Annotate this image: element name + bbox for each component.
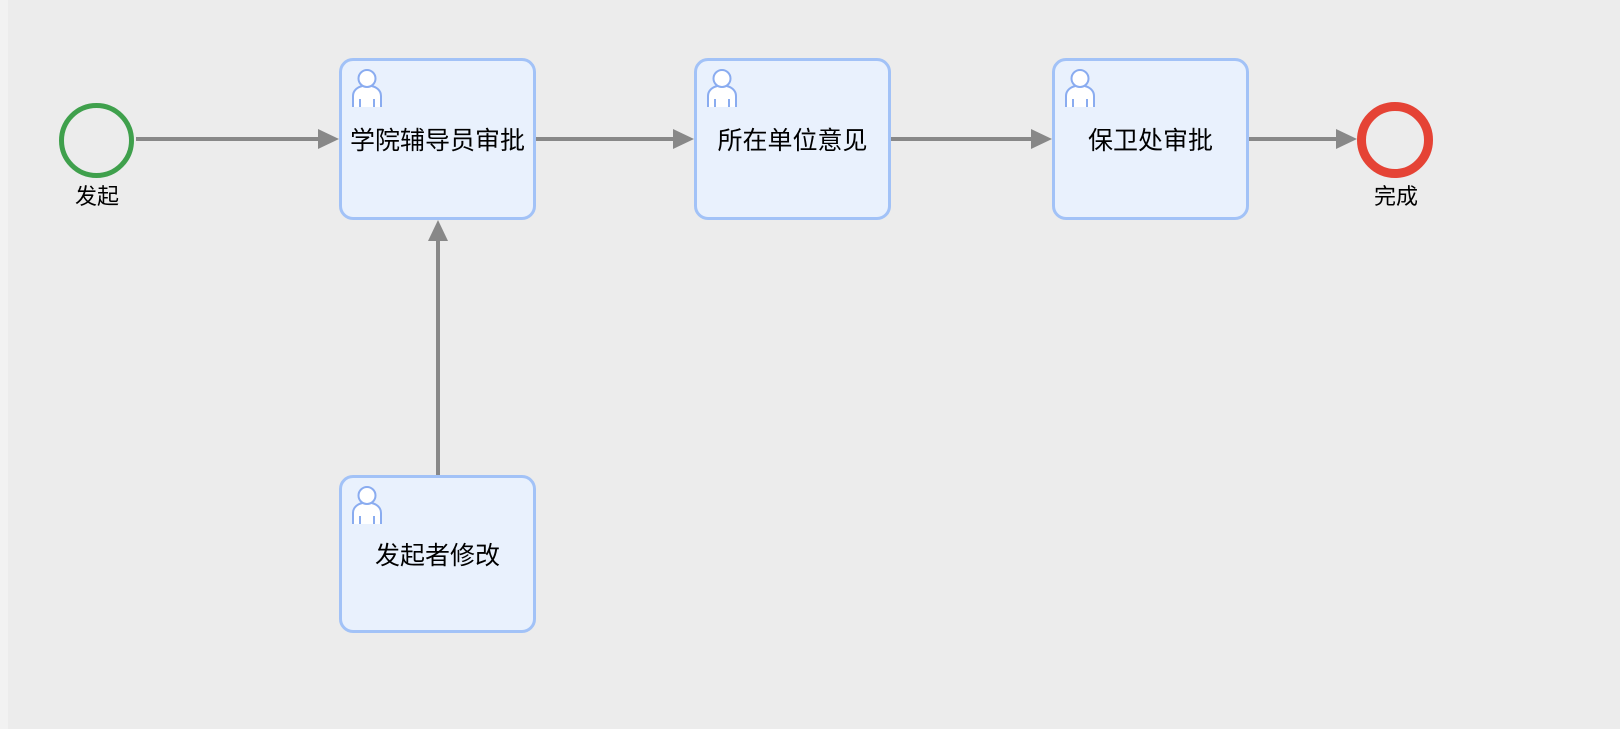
user-icon bbox=[352, 69, 382, 107]
start-event-label: 发起 bbox=[74, 184, 119, 209]
user-icon bbox=[1065, 69, 1095, 107]
flow-arrow-modify-to-counselor bbox=[428, 220, 448, 475]
end-event-node[interactable] bbox=[1357, 102, 1433, 178]
flow-arrow-start-to-counselor bbox=[136, 129, 339, 149]
task-label: 发起者修改 bbox=[374, 542, 500, 570]
flow-arrow-unit-to-security bbox=[891, 129, 1052, 149]
left-gutter bbox=[0, 0, 8, 729]
task-label: 学院辅导员审批 bbox=[349, 127, 525, 155]
end-event-label: 完成 bbox=[1373, 184, 1418, 209]
task-node-initiator-modify[interactable]: 发起者修改 bbox=[339, 475, 536, 633]
task-node-unit-opinion[interactable]: 所在单位意见 bbox=[694, 58, 891, 220]
task-label: 保卫处审批 bbox=[1087, 127, 1213, 155]
task-label: 所在单位意见 bbox=[717, 127, 868, 155]
user-icon bbox=[707, 69, 737, 107]
flow-arrow-security-to-end bbox=[1249, 129, 1357, 149]
task-node-security-office-approval[interactable]: 保卫处审批 bbox=[1052, 58, 1249, 220]
flow-arrow-counselor-to-unit bbox=[536, 129, 694, 149]
start-event-node[interactable] bbox=[59, 103, 134, 178]
task-node-college-counselor-approval[interactable]: 学院辅导员审批 bbox=[339, 58, 536, 220]
user-icon bbox=[352, 486, 382, 524]
